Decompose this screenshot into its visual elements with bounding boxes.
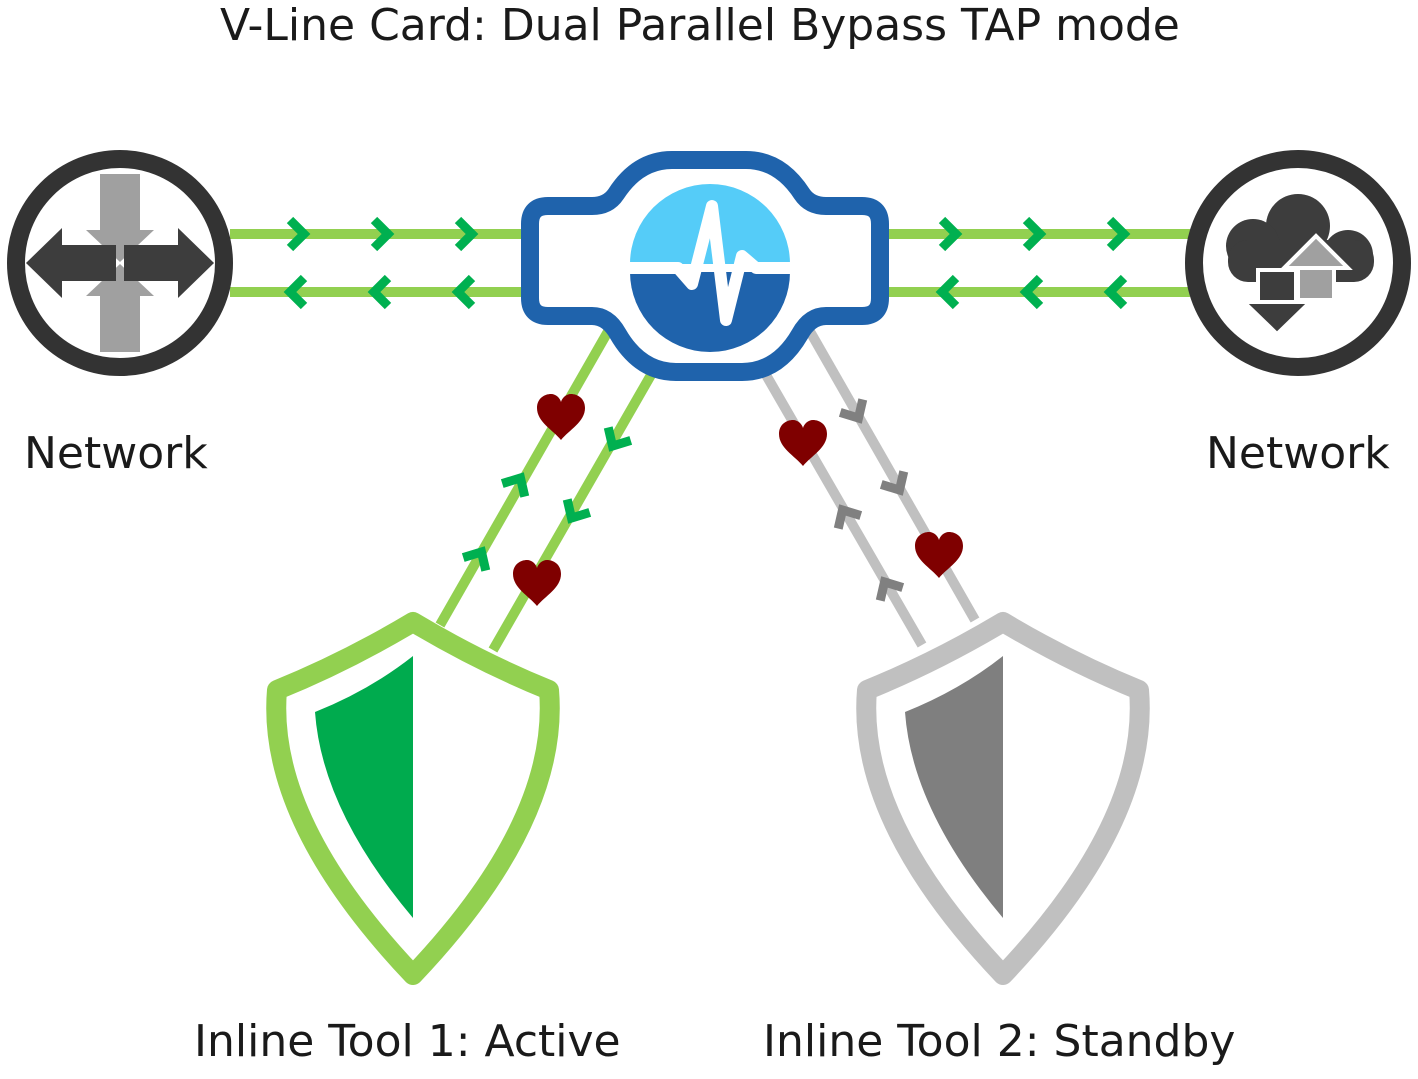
chevron-icon	[562, 498, 592, 524]
chevron-icon	[879, 470, 909, 496]
chevron-icon	[1022, 216, 1047, 252]
tool-active-shield[interactable]	[266, 612, 560, 985]
heart-icon	[537, 394, 585, 440]
links-standby-tool	[757, 325, 980, 648]
vline-card[interactable]	[521, 151, 889, 381]
chevron-icon	[875, 576, 905, 602]
network-right-node[interactable]	[1185, 150, 1411, 376]
chevron-icon	[451, 274, 476, 310]
network-left-label: Network	[24, 428, 208, 479]
link-standby-a	[803, 325, 980, 623]
shield-icon	[266, 612, 560, 985]
heart-icon	[779, 420, 827, 466]
chevron-icon	[838, 398, 868, 424]
tool-standby-shield[interactable]	[856, 612, 1150, 985]
chevron-icon	[454, 216, 479, 252]
chevron-icon	[938, 216, 963, 252]
chevrons-diagonal	[461, 398, 909, 602]
chevron-icon	[1103, 274, 1128, 310]
diagram-title: V-Line Card: Dual Parallel Bypass TAP mo…	[220, 0, 1180, 51]
links-active-tool	[435, 325, 660, 653]
chevron-icon	[1019, 274, 1044, 310]
chevron-icon	[833, 504, 863, 530]
heart-icon	[513, 560, 561, 606]
chevron-icon	[370, 216, 395, 252]
network-right-label: Network	[1206, 428, 1390, 479]
chevron-icon	[461, 546, 491, 572]
chevron-icon	[1106, 216, 1131, 252]
shield-icon	[856, 612, 1150, 985]
tool-standby-label: Inline Tool 2: Standby	[763, 1016, 1236, 1067]
chevron-icon	[935, 274, 960, 310]
chevrons-horizontal	[283, 216, 1131, 310]
chevron-icon	[367, 274, 392, 310]
network-left-node[interactable]	[7, 150, 233, 376]
tool-active-label: Inline Tool 1: Active	[194, 1016, 621, 1067]
link-active-a	[435, 325, 615, 628]
cloud-upload-download-icon	[1226, 194, 1374, 337]
heart-icon	[915, 532, 963, 578]
heartbeats	[513, 394, 963, 606]
heartbeat-pulse-icon	[624, 184, 796, 352]
chevron-icon	[283, 274, 308, 310]
router-icon	[26, 174, 214, 352]
chevron-icon	[500, 472, 530, 498]
chevron-icon	[286, 216, 311, 252]
chevron-icon	[603, 426, 633, 452]
